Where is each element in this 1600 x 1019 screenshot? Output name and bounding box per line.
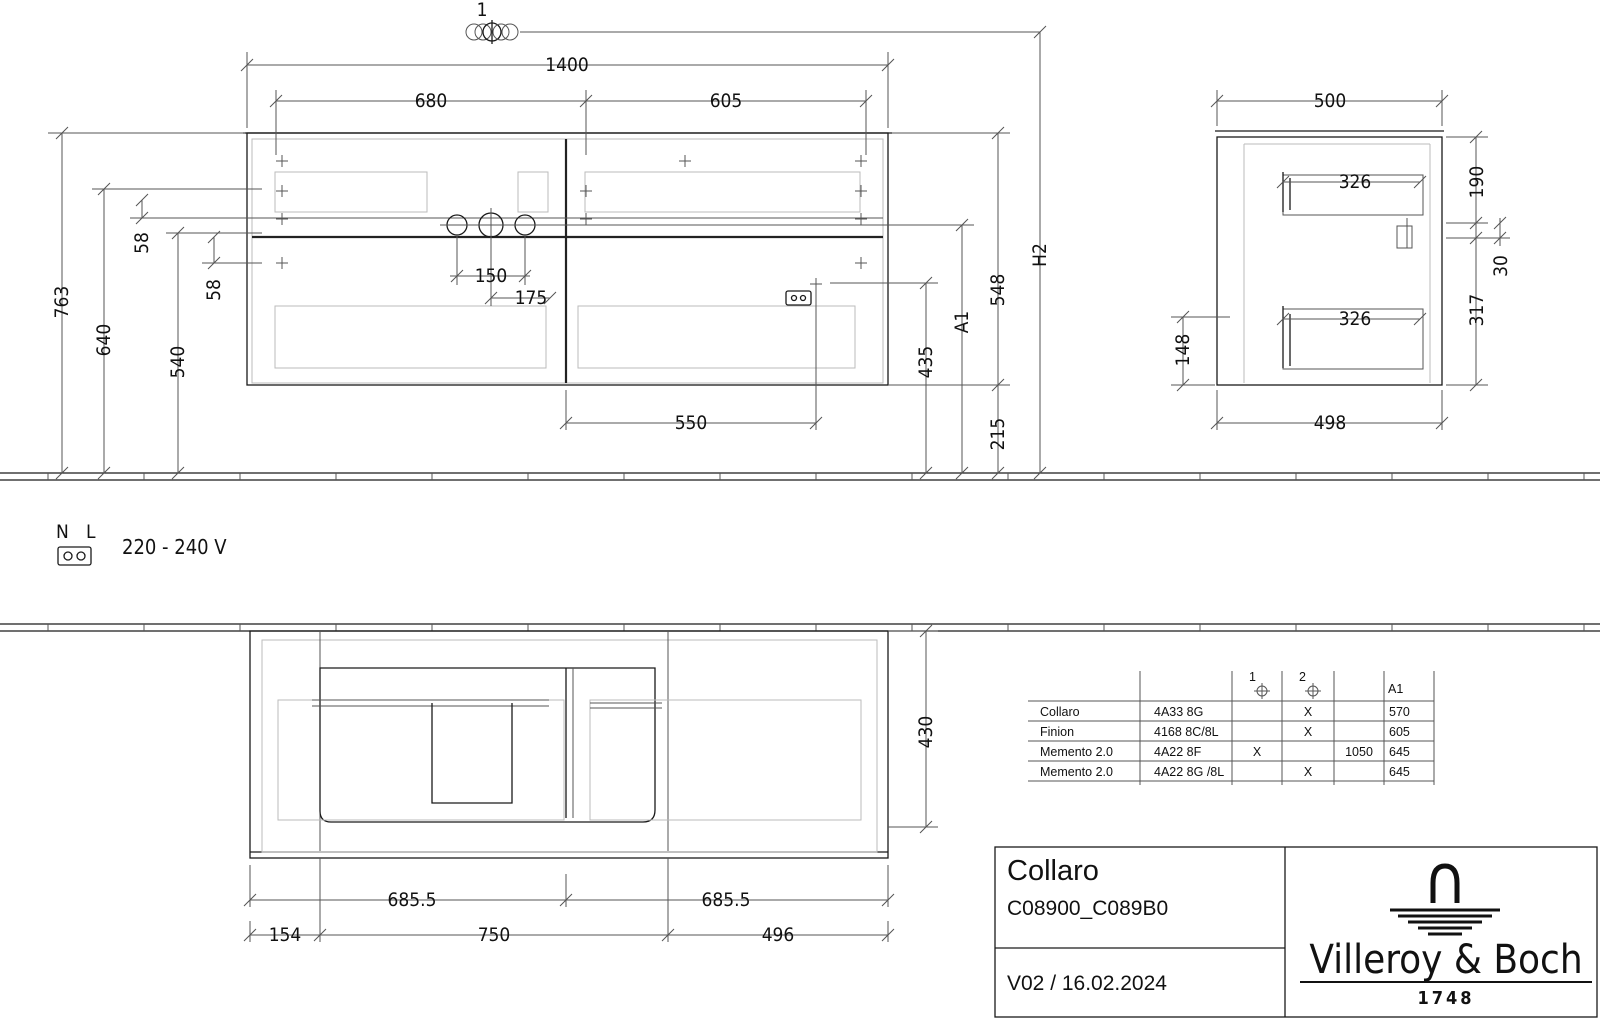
svg-text:Collaro: Collaro bbox=[1040, 705, 1080, 719]
dim-148: 148 bbox=[1172, 334, 1194, 367]
svg-text:4168 8C/8L: 4168 8C/8L bbox=[1154, 725, 1219, 739]
item-marker-icon bbox=[465, 20, 1040, 44]
svg-text:645: 645 bbox=[1389, 765, 1410, 779]
dim-labels-side: 500 498 326 326 190 30 317 148 bbox=[1172, 90, 1512, 434]
item-marker-label: 1 bbox=[477, 0, 488, 21]
dim-154: 154 bbox=[269, 924, 302, 946]
dim-58-a: 58 bbox=[131, 232, 153, 254]
dim-58-b: 58 bbox=[203, 279, 225, 301]
mounting-marks bbox=[276, 155, 867, 290]
dim-640: 640 bbox=[93, 324, 115, 357]
socket-icon bbox=[785, 290, 812, 306]
dim-496: 496 bbox=[762, 924, 795, 946]
dim-total-width: 1400 bbox=[545, 54, 589, 76]
floor-line-lower bbox=[0, 623, 1600, 632]
svg-text:1050: 1050 bbox=[1345, 745, 1373, 759]
svg-text:X: X bbox=[1304, 725, 1313, 739]
svg-text:Finion: Finion bbox=[1040, 725, 1074, 739]
floor-line-upper bbox=[0, 472, 1600, 481]
vanity-symbol-2-icon bbox=[1305, 683, 1321, 699]
dim-190: 190 bbox=[1466, 166, 1488, 199]
article-number: C08900_C089B0 bbox=[1007, 897, 1168, 920]
dim-labels-front: 1400 680 605 150 175 550 763 640 540 58 … bbox=[51, 54, 1051, 450]
table-row: Collaro 4A33 8G X 570 bbox=[1040, 705, 1410, 719]
svg-text:4A22 8G /8L: 4A22 8G /8L bbox=[1154, 765, 1224, 779]
dim-left-section: 680 bbox=[415, 90, 448, 112]
dim-right-section: 605 bbox=[710, 90, 743, 112]
table-row: Memento 2.0 4A22 8F X 1050 645 bbox=[1040, 745, 1410, 759]
svg-text:645: 645 bbox=[1389, 745, 1410, 759]
dim-lines-top bbox=[243, 624, 938, 942]
dim-depth-500: 500 bbox=[1314, 90, 1347, 112]
product-name: Collaro bbox=[1007, 855, 1099, 887]
dim-a1: A1 bbox=[951, 311, 973, 334]
col-header-1: 1 bbox=[1249, 670, 1256, 684]
svg-text:4A33 8G: 4A33 8G bbox=[1154, 705, 1203, 719]
svg-text:X: X bbox=[1253, 745, 1262, 759]
dim-150: 150 bbox=[475, 265, 508, 287]
dim-labels-top: 685.5 685.5 154 750 496 430 bbox=[269, 716, 937, 946]
svg-text:605: 605 bbox=[1389, 725, 1410, 739]
svg-text:X: X bbox=[1304, 705, 1313, 719]
dim-30: 30 bbox=[1490, 255, 1512, 277]
dim-435: 435 bbox=[915, 346, 937, 379]
dim-175: 175 bbox=[515, 287, 548, 309]
dim-763: 763 bbox=[51, 286, 73, 319]
title-block: Collaro C08900_C089B0 V02 / 16.02.2024 V… bbox=[994, 846, 1598, 1018]
vanity-symbol-1-icon bbox=[1254, 683, 1270, 699]
dim-half-left: 685.5 bbox=[388, 889, 437, 911]
dim-drawer-upper: 326 bbox=[1339, 171, 1372, 193]
front-view: 1 bbox=[48, 0, 1051, 480]
svg-text:Memento 2.0: Memento 2.0 bbox=[1040, 745, 1113, 759]
col-header-a1: A1 bbox=[1388, 682, 1403, 696]
dim-drawer-lower: 326 bbox=[1339, 308, 1372, 330]
svg-text:570: 570 bbox=[1389, 705, 1410, 719]
dim-750: 750 bbox=[478, 924, 511, 946]
top-view: 685.5 685.5 154 750 496 430 bbox=[243, 624, 938, 946]
dim-depth-498: 498 bbox=[1314, 412, 1347, 434]
dim-lines-side bbox=[1171, 90, 1510, 430]
brand-logo-icon bbox=[1390, 863, 1500, 936]
version-date: V02 / 16.02.2024 bbox=[1007, 972, 1167, 995]
dim-548: 548 bbox=[987, 274, 1009, 307]
svg-text:4A22 8F: 4A22 8F bbox=[1154, 745, 1202, 759]
dim-h2: H2 bbox=[1029, 243, 1051, 267]
brand-name: Villeroy & Boch bbox=[1309, 937, 1582, 983]
svg-text:X: X bbox=[1304, 765, 1313, 779]
brand-year: 1748 bbox=[1417, 988, 1474, 1009]
live-label: L bbox=[86, 521, 96, 543]
side-view: 500 498 326 326 190 30 317 148 bbox=[1171, 90, 1512, 434]
electrical-legend: N L 220 - 240 V bbox=[56, 521, 227, 566]
compatibility-table: 1 2 A1 Collaro 4A33 8G X 570 Finion 4168… bbox=[1028, 670, 1435, 785]
svg-text:Memento 2.0: Memento 2.0 bbox=[1040, 765, 1113, 779]
dim-lines-front bbox=[48, 25, 1047, 480]
voltage-label: 220 - 240 V bbox=[122, 535, 227, 559]
dim-550: 550 bbox=[675, 412, 708, 434]
dim-317: 317 bbox=[1466, 294, 1488, 327]
table-row: Finion 4168 8C/8L X 605 bbox=[1040, 725, 1410, 739]
dim-half-right: 685.5 bbox=[702, 889, 751, 911]
dim-540: 540 bbox=[167, 346, 189, 379]
dim-430: 430 bbox=[915, 716, 937, 749]
table-row: Memento 2.0 4A22 8G /8L X 645 bbox=[1040, 765, 1410, 779]
socket-legend-icon bbox=[57, 546, 92, 566]
neutral-label: N bbox=[56, 521, 69, 543]
col-header-2: 2 bbox=[1299, 670, 1306, 684]
dim-215: 215 bbox=[987, 418, 1009, 451]
